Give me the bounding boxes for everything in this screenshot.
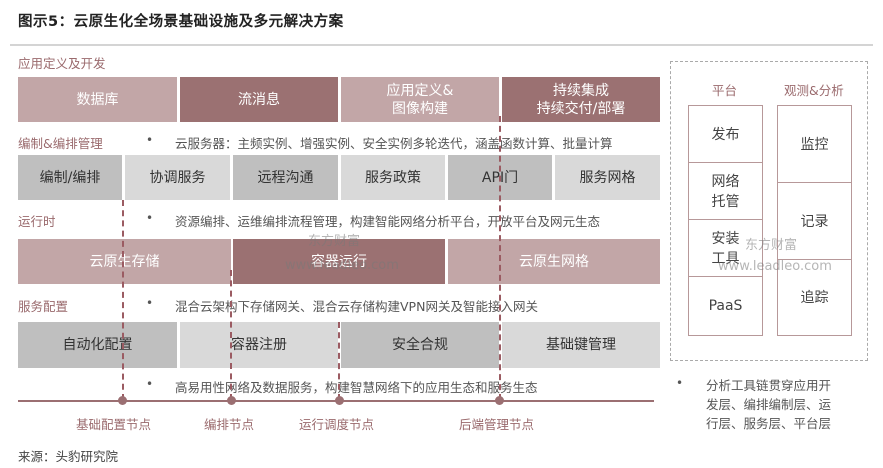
box-security-compliance: 安全合规 <box>341 322 499 368</box>
box-orchestration: 编制/编排 <box>18 155 122 200</box>
timeline-node <box>495 396 504 405</box>
box-cloud-native-mesh: 云原生网格 <box>448 239 660 284</box>
platform-item-install-tools: 安装 工具 <box>688 219 763 278</box>
bullet-text-orchestration: 云服务器：主频实例、增强实例、安全实例多轮迭代，涵盖函数计算、批量计算 <box>175 136 613 151</box>
right-panel-tools <box>670 61 868 361</box>
layer-label-service-config: 服务配置 <box>18 299 69 314</box>
title-divider <box>10 44 873 46</box>
node-label-orchestration: 编排节点 <box>204 417 255 432</box>
node-label-runtime-scheduling: 运行调度节点 <box>299 417 375 432</box>
bullet-dot: • <box>146 133 154 147</box>
box-auto-config: 自动化配置 <box>18 322 177 368</box>
box-coordination-service: 协调服务 <box>125 155 230 200</box>
bullet-dot: • <box>146 211 154 225</box>
box-cloud-native-storage: 云原生存储 <box>18 239 231 284</box>
bullet-dot: • <box>146 377 154 391</box>
dashed-connector-backend-management <box>499 116 501 400</box>
platform-item-release: 发布 <box>688 105 763 164</box>
column-heading-observe-analyze: 观测&分析 <box>784 83 844 98</box>
timeline-node <box>118 396 127 405</box>
dashed-connector-base-config <box>122 200 124 400</box>
box-container-runtime: 容器运行 <box>233 239 445 284</box>
bullet-text-bottom: 高易用性网络及数据服务，构建智慧网络下的应用生态和服务生态 <box>175 380 538 395</box>
column-heading-platform: 平台 <box>712 83 738 98</box>
dashed-connector-orchestration <box>230 270 232 400</box>
figure-title: 图示5：云原生化全场景基础设施及多元解决方案 <box>18 14 344 30</box>
layer-label-app-dev: 应用定义及开发 <box>18 56 106 71</box>
watermark-text: 东方财富 <box>745 238 798 253</box>
right-panel-note: 分析工具链贯穿应用开 发层、编排编制层、运 行层、服务层、平台层 <box>706 378 832 431</box>
box-database: 数据库 <box>18 77 177 122</box>
layer-label-runtime: 运行时 <box>18 214 56 229</box>
node-label-backend-management: 后端管理节点 <box>459 417 535 432</box>
observe-item-logging: 记录 <box>777 182 852 261</box>
observe-item-tracing: 追踪 <box>777 259 852 336</box>
bullet-dot: • <box>676 376 684 390</box>
box-container-registry: 容器注册 <box>180 322 338 368</box>
timeline-node <box>335 396 344 405</box>
bullet-text-runtime: 资源编排、运维编排流程管理，构建智能网络分析平台，开放平台及网元生态 <box>175 214 601 229</box>
box-service-policy: 服务政策 <box>341 155 445 200</box>
bullet-text-service-config: 混合云架构下存储网关、混合云存储构建VPN网关及智能接入网关 <box>175 299 538 314</box>
platform-item-network-hosting: 网络 托管 <box>688 162 763 221</box>
box-stream-message: 流消息 <box>180 77 338 122</box>
timeline-node <box>227 396 236 405</box>
box-key-management: 基础键管理 <box>502 322 660 368</box>
source-note: 来源：头豹研究院 <box>18 449 119 464</box>
bullet-dot: • <box>146 296 154 310</box>
watermark-url: www.leadleo.com <box>285 258 399 273</box>
layer-label-orchestration: 编制&编排管理 <box>18 136 103 151</box>
observe-item-monitoring: 监控 <box>777 105 852 184</box>
platform-item-paas: PaaS <box>688 276 763 336</box>
watermark-url: www.leadleo.com <box>718 259 832 274</box>
box-remote-communication: 远程沟通 <box>233 155 338 200</box>
node-label-base-config: 基础配置节点 <box>76 417 152 432</box>
watermark-text: 东方财富 <box>308 234 361 249</box>
box-service-mesh: 服务网格 <box>555 155 660 200</box>
dashed-connector-runtime-scheduling <box>338 322 340 400</box>
box-ci-cd: 持续集成 持续交付/部署 <box>502 77 660 122</box>
box-app-definition: 应用定义& 图像构建 <box>341 77 499 122</box>
